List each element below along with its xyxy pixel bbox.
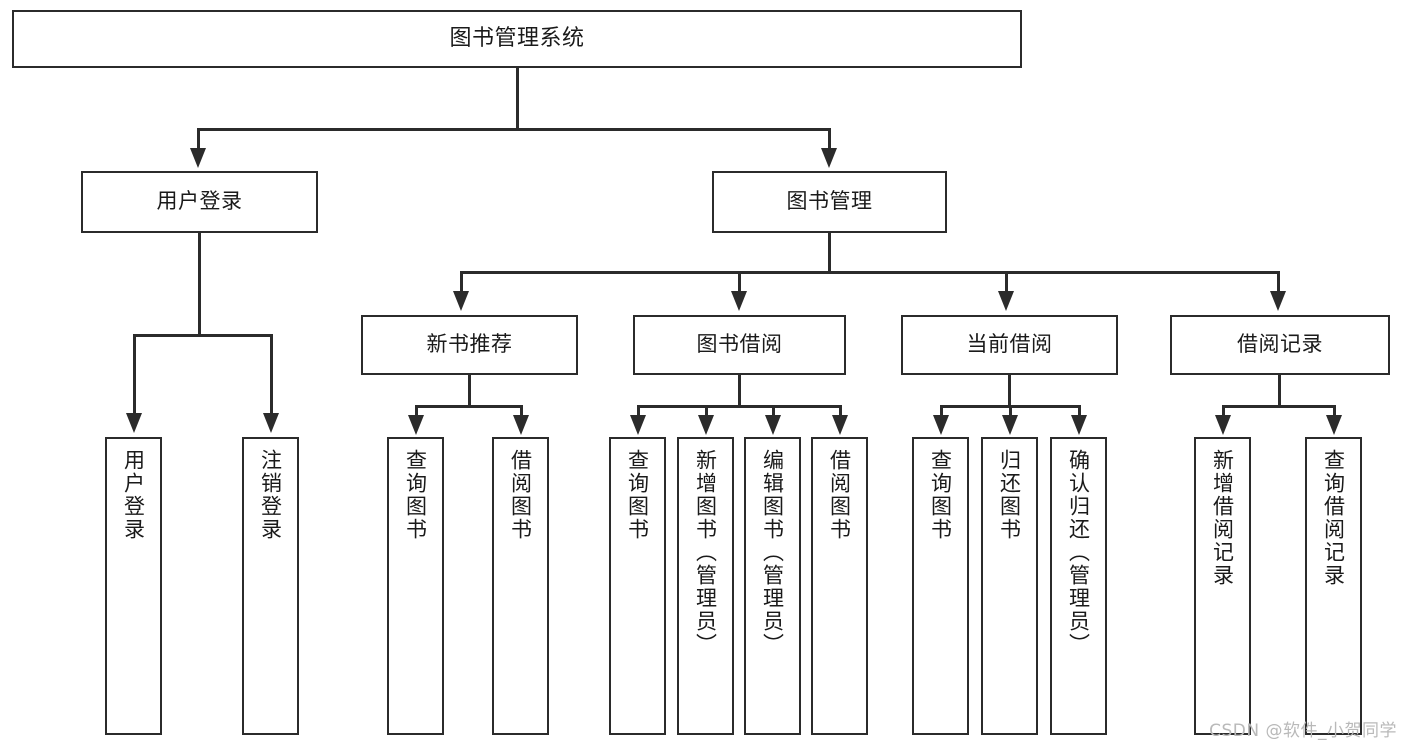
node-borrow-record[interactable]: 借阅记录 [1170, 315, 1390, 375]
node-label: 图书管理系统 [449, 25, 585, 51]
connector-user-login-stem [198, 233, 201, 336]
connector-br-stem [1278, 375, 1281, 408]
node-label: 用户登录 [121, 449, 146, 541]
arrowhead-user-login [190, 148, 206, 168]
arrowhead-current-borrow [998, 291, 1014, 311]
connector-bb-stem [738, 375, 741, 408]
node-label: 图书管理 [786, 189, 873, 214]
leaf-br-add-record[interactable]: 新增借阅记录 [1194, 437, 1251, 735]
arrowhead-book-management [821, 148, 837, 168]
leaf-br-query-record[interactable]: 查询借阅记录 [1305, 437, 1362, 735]
connector-cb-leg-3 [1078, 405, 1081, 417]
node-label: 图书借阅 [696, 332, 783, 357]
connector-user-login-leg-1 [133, 334, 136, 415]
connector-bb-bar [637, 405, 842, 408]
arrowhead-leaf-user-login [126, 413, 142, 433]
node-label: 新增借阅记录 [1210, 449, 1235, 587]
node-label: 借阅图书 [508, 449, 533, 541]
connector-root-leg-2 [828, 128, 831, 150]
node-label: 新增图书（管理员） [693, 449, 718, 656]
connector-nbr-stem [468, 375, 471, 408]
arrowhead-bb-leaf-2 [698, 415, 714, 435]
connector-bb-leg-2 [705, 405, 708, 417]
connector-user-login-bar [133, 334, 273, 337]
node-label: 用户登录 [156, 189, 243, 214]
node-book-borrow[interactable]: 图书借阅 [633, 315, 846, 375]
connector-nbr-leg-2 [520, 405, 523, 417]
node-label: 注销登录 [258, 449, 283, 541]
arrowhead-br-leaf-2 [1326, 415, 1342, 435]
node-new-book-recommend[interactable]: 新书推荐 [361, 315, 578, 375]
connector-bb-leg-1 [637, 405, 640, 417]
arrowhead-nbr-leaf-2 [513, 415, 529, 435]
arrowhead-book-borrow [731, 291, 747, 311]
leaf-cb-confirm-return-admin[interactable]: 确认归还（管理员） [1050, 437, 1107, 735]
arrowhead-bb-leaf-1 [630, 415, 646, 435]
leaf-bb-borrow-book[interactable]: 借阅图书 [811, 437, 868, 735]
connector-bb-leg-4 [839, 405, 842, 417]
leaf-nbr-borrow-book[interactable]: 借阅图书 [492, 437, 549, 735]
arrowhead-leaf-logout [263, 413, 279, 433]
node-label: 借阅图书 [827, 449, 852, 541]
connector-br-leg-1 [1222, 405, 1225, 417]
arrowhead-new-book-recommend [453, 291, 469, 311]
node-book-management[interactable]: 图书管理 [712, 171, 947, 233]
connector-bm-leg-2 [738, 271, 741, 293]
node-user-login[interactable]: 用户登录 [81, 171, 318, 233]
arrowhead-bb-leaf-3 [765, 415, 781, 435]
leaf-nbr-query-book[interactable]: 查询图书 [387, 437, 444, 735]
connector-bb-leg-3 [772, 405, 775, 417]
arrowhead-borrow-record [1270, 291, 1286, 311]
leaf-cb-return-book[interactable]: 归还图书 [981, 437, 1038, 735]
arrowhead-cb-leaf-2 [1002, 415, 1018, 435]
connector-cb-leg-2 [1009, 405, 1012, 417]
arrowhead-nbr-leaf-1 [408, 415, 424, 435]
arrowhead-bb-leaf-4 [832, 415, 848, 435]
node-label: 新书推荐 [426, 332, 513, 357]
connector-user-login-leg-2 [270, 334, 273, 415]
node-label: 借阅记录 [1237, 332, 1323, 357]
node-label: 当前借阅 [966, 332, 1053, 357]
connector-nbr-bar [415, 405, 523, 408]
connector-bm-leg-4 [1277, 271, 1280, 293]
leaf-bb-add-book-admin[interactable]: 新增图书（管理员） [677, 437, 734, 735]
node-label: 查询图书 [403, 449, 428, 541]
connector-cb-stem [1008, 375, 1011, 408]
node-label: 查询借阅记录 [1321, 449, 1346, 587]
connector-book-management-bar [460, 271, 1280, 274]
arrowhead-br-leaf-1 [1215, 415, 1231, 435]
connector-br-bar [1222, 405, 1336, 408]
connector-nbr-leg-1 [415, 405, 418, 417]
leaf-cb-query-book[interactable]: 查询图书 [912, 437, 969, 735]
connector-root-bar [197, 128, 831, 131]
node-label: 查询图书 [625, 449, 650, 541]
leaf-user-login[interactable]: 用户登录 [105, 437, 162, 735]
leaf-bb-edit-book-admin[interactable]: 编辑图书（管理员） [744, 437, 801, 735]
connector-book-management-stem [828, 233, 831, 273]
connector-root-stem [516, 68, 519, 130]
connector-bm-leg-1 [460, 271, 463, 293]
connector-cb-leg-1 [940, 405, 943, 417]
node-root-book-management-system[interactable]: 图书管理系统 [12, 10, 1022, 68]
node-label: 查询图书 [928, 449, 953, 541]
connector-root-leg-1 [197, 128, 200, 150]
connector-bm-leg-3 [1005, 271, 1008, 293]
node-current-borrow[interactable]: 当前借阅 [901, 315, 1118, 375]
leaf-bb-query-book[interactable]: 查询图书 [609, 437, 666, 735]
arrowhead-cb-leaf-1 [933, 415, 949, 435]
node-label: 归还图书 [997, 449, 1022, 541]
node-label: 确认归还（管理员） [1066, 449, 1091, 656]
connector-br-leg-2 [1333, 405, 1336, 417]
arrowhead-cb-leaf-3 [1071, 415, 1087, 435]
leaf-logout[interactable]: 注销登录 [242, 437, 299, 735]
node-label: 编辑图书（管理员） [760, 449, 785, 656]
